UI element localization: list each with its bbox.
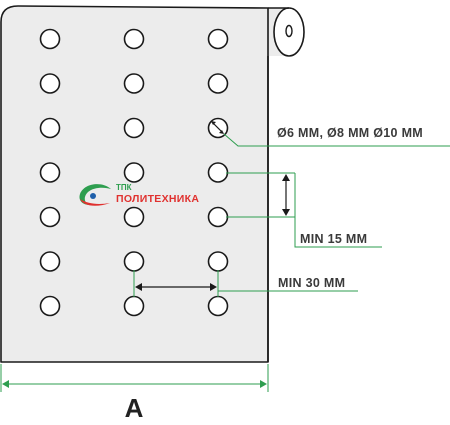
perforation-hole <box>207 73 229 94</box>
perforation-hole <box>39 117 61 139</box>
vertical-spacing-dimension <box>226 172 382 248</box>
logo-swoosh-icon <box>79 184 111 205</box>
perforation-hole <box>123 117 145 139</box>
perforation-hole <box>123 206 145 228</box>
perforation-hole <box>123 251 145 272</box>
perforation-hole <box>207 206 229 228</box>
perforation-hole <box>207 162 229 183</box>
film-roll <box>268 7 305 57</box>
min-horizontal-label: MIN 30 MM <box>278 276 345 290</box>
perforation-holes <box>39 28 229 317</box>
perforation-hole <box>207 28 229 50</box>
perforation-hole <box>39 73 61 94</box>
perforation-hole <box>39 206 61 228</box>
perforation-hole <box>39 251 61 272</box>
width-dimension <box>0 364 269 392</box>
perforation-hole <box>207 295 229 317</box>
perforation-hole <box>123 295 145 317</box>
film-sheet <box>0 5 269 363</box>
min-vertical-label: MIN 15 MM <box>300 232 367 246</box>
hole-diameter-label: Ø6 MM, Ø8 MM Ø10 MM <box>277 126 423 140</box>
diameter-indicator <box>211 121 450 147</box>
logo-main-text: ПОЛИТЕХНИКА <box>116 193 199 205</box>
roll-core <box>285 24 293 38</box>
perforation-hole <box>123 28 145 50</box>
perforation-hole <box>123 73 145 94</box>
company-logo: ТПК ПОЛИТЕХНИКА <box>79 183 199 206</box>
perforation-hole <box>39 28 61 50</box>
perforation-hole <box>39 295 61 317</box>
perforation-hole <box>39 162 61 183</box>
width-label: A <box>125 393 144 423</box>
logo-small-text: ТПК <box>116 183 132 192</box>
diameter-leader-line <box>223 133 450 147</box>
logo-dot-icon <box>90 193 96 199</box>
horizontal-spacing-dimension <box>133 270 358 297</box>
perforation-hole <box>123 162 145 183</box>
logo-accent-icon <box>80 199 110 206</box>
perforation-hole <box>207 251 229 272</box>
